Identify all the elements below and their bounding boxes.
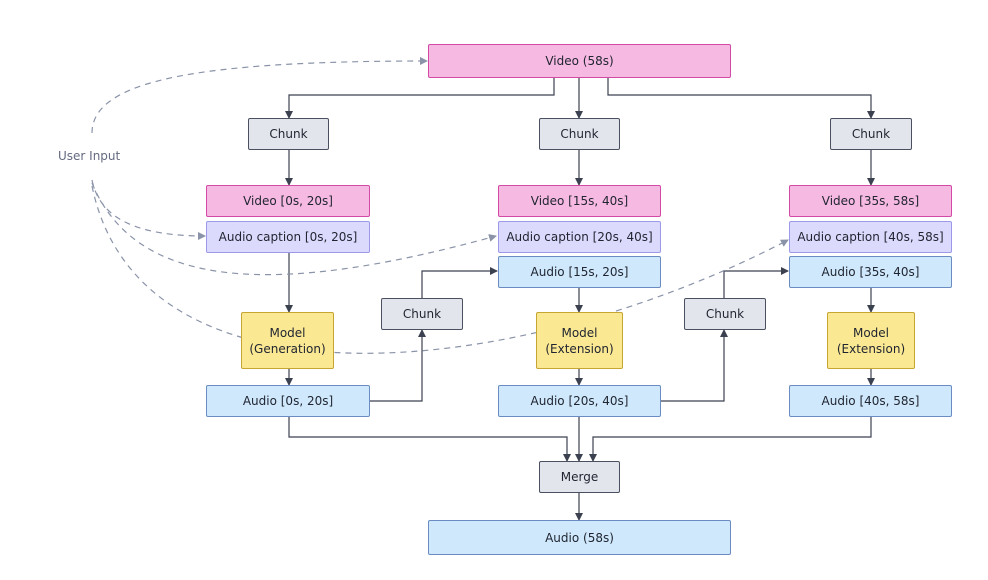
audio-caption-3: Audio caption [40s, 58s] bbox=[789, 221, 952, 253]
dashed-user-to-caption2 bbox=[91, 182, 497, 276]
chunk-node-1: Chunk bbox=[248, 118, 329, 150]
merge-node: Merge bbox=[539, 461, 620, 493]
user-input-label: User Input bbox=[58, 149, 121, 163]
edge-chunkmid2-to-audioctx3 bbox=[723, 267, 789, 298]
edge-out1-to-merge bbox=[288, 417, 571, 462]
video-full-node: Video (58s) bbox=[428, 44, 731, 78]
dashed-user-to-caption3 bbox=[91, 185, 789, 354]
audio-output-2: Audio [20s, 40s] bbox=[498, 385, 661, 417]
chunk-mid-1: Chunk bbox=[381, 298, 463, 330]
model-generation-node: Model (Generation) bbox=[241, 312, 334, 369]
edge-video-to-chunk-3 bbox=[607, 78, 875, 119]
video-segment-1: Video [0s, 20s] bbox=[206, 185, 370, 217]
audio-caption-1: Audio caption [0s, 20s] bbox=[206, 221, 370, 253]
video-segment-2: Video [15s, 40s] bbox=[498, 185, 661, 217]
audio-caption-2: Audio caption [20s, 40s] bbox=[498, 221, 661, 253]
dashed-user-to-video bbox=[91, 57, 428, 134]
audio-output-1: Audio [0s, 20s] bbox=[206, 385, 370, 417]
edge-out2-to-chunkmid2 bbox=[661, 329, 728, 402]
model-extension-node-1: Model (Extension) bbox=[536, 312, 623, 369]
dashed-user-to-caption1 bbox=[91, 179, 206, 240]
audio-output-3: Audio [40s, 58s] bbox=[789, 385, 952, 417]
audio-full-node: Audio (58s) bbox=[428, 520, 731, 555]
edge-chunkmid1-to-audioctx2 bbox=[421, 267, 498, 298]
audio-context-3: Audio [35s, 40s] bbox=[789, 256, 952, 288]
chunk-node-3: Chunk bbox=[830, 118, 912, 150]
model-extension-node-2: Model (Extension) bbox=[827, 312, 915, 369]
chunk-mid-2: Chunk bbox=[684, 298, 766, 330]
edge-out1-to-chunkmid1 bbox=[370, 329, 426, 402]
video-segment-3: Video [35s, 58s] bbox=[789, 185, 952, 217]
chunk-node-2: Chunk bbox=[539, 118, 620, 150]
edge-video-to-chunk-1 bbox=[285, 78, 555, 119]
audio-context-2: Audio [15s, 20s] bbox=[498, 256, 661, 288]
edge-out3-to-merge bbox=[589, 417, 872, 462]
